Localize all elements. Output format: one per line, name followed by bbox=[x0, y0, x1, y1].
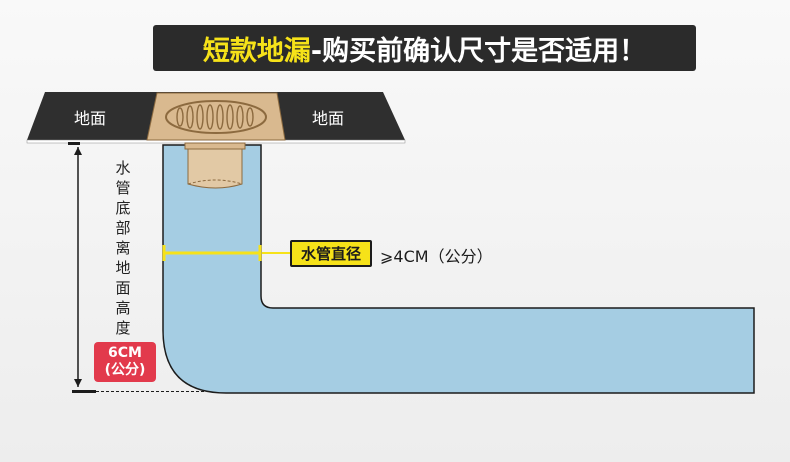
height-label: 水 管 底 部 离 地 面 高 度 bbox=[115, 159, 131, 337]
height-arrow-bottom bbox=[74, 379, 82, 387]
drain-body bbox=[187, 142, 243, 189]
drain-grate bbox=[165, 100, 267, 134]
pipe-diameter-value: ⩾4CM（公分） bbox=[380, 247, 493, 266]
pipe-diameter-label: 水管直径 bbox=[290, 240, 372, 267]
water-pipe bbox=[162, 144, 755, 394]
height-arrow-top bbox=[74, 147, 82, 155]
title-banner: 短款地漏-购买前确认尺寸是否适用！ bbox=[153, 25, 696, 71]
drain-grate-slots bbox=[176, 104, 254, 130]
title-rest: -购买前确认尺寸是否适用！ bbox=[310, 35, 647, 67]
height-value: 6CM bbox=[108, 345, 142, 361]
floor-label-right: 地面 bbox=[312, 109, 345, 128]
height-value-badge: 6CM (公分) bbox=[94, 342, 156, 382]
floor-label-left: 地面 bbox=[74, 109, 107, 128]
height-unit: (公分) bbox=[104, 362, 146, 378]
title-highlight: 短款地漏 bbox=[202, 35, 311, 67]
